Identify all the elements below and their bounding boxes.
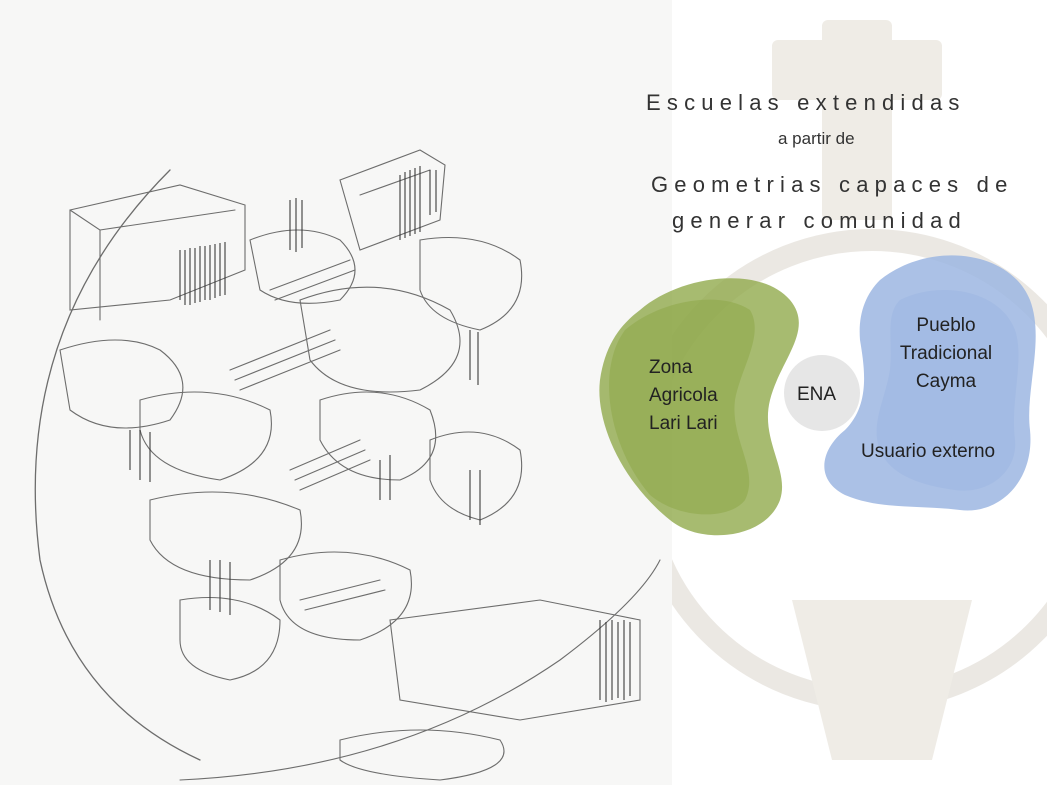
sketch-drawing bbox=[34, 149, 661, 781]
pueblo-tradicional-blob-overlay bbox=[876, 290, 1019, 491]
title-line-1: Escuelas extendidas bbox=[646, 90, 966, 115]
zona-agricola-line-1: Zona bbox=[649, 357, 693, 378]
pueblo-tradicional-line-1: Pueblo bbox=[916, 315, 976, 336]
zona-agricola-blob-overlay bbox=[609, 299, 755, 515]
seal-watermark bbox=[672, 20, 1047, 760]
ena-label: ENA bbox=[797, 384, 837, 405]
zona-agricola-label: Zona Agricola Lari Lari bbox=[649, 354, 718, 438]
ena-circle bbox=[784, 355, 860, 431]
title-line-4: generar comunidad bbox=[672, 208, 967, 233]
zona-agricola-line-3: Lari Lari bbox=[649, 413, 718, 434]
pueblo-tradicional-line-2: Tradicional bbox=[899, 343, 993, 364]
title-line-3: Geometrias capaces de bbox=[651, 172, 1014, 197]
title-line-2: a partir de bbox=[778, 129, 855, 148]
pueblo-tradicional-label: Pueblo Tradicional Cayma bbox=[886, 312, 1006, 396]
usuario-externo-label: Usuario externo bbox=[861, 441, 996, 462]
pueblo-tradicional-line-3: Cayma bbox=[915, 371, 977, 392]
pencil-sketch-illustration bbox=[34, 149, 661, 781]
zona-agricola-line-2: Agricola bbox=[649, 385, 718, 406]
